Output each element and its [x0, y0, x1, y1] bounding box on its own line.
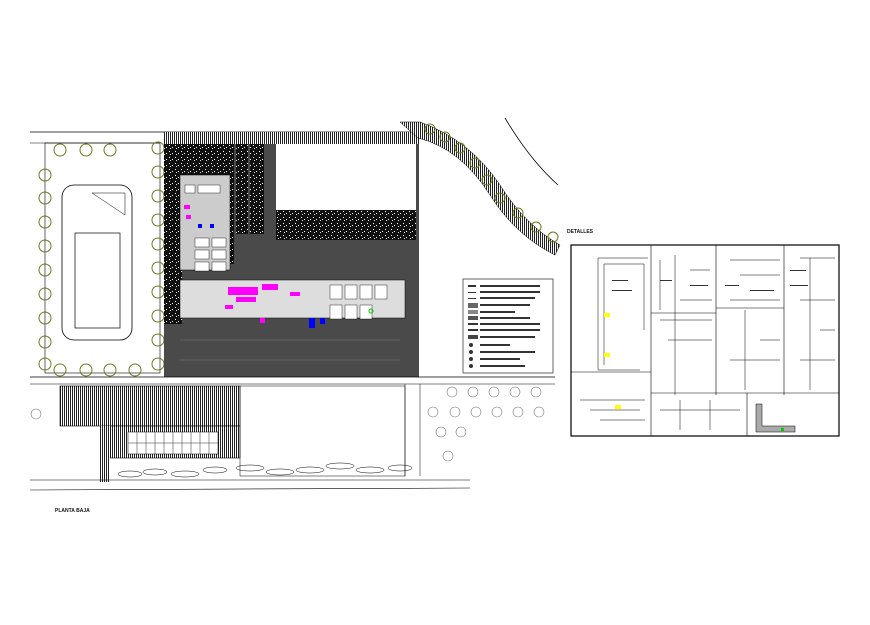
tree-row-left [38, 141, 165, 377]
site-plan [29, 117, 561, 491]
tree-grid-right [30, 386, 545, 462]
legend-box [462, 278, 554, 374]
arc-line [504, 117, 559, 186]
curved-walkway [399, 121, 561, 256]
l-shaped-detail [755, 403, 796, 433]
site-plan-title: PLANTA BAJA [55, 508, 90, 514]
tree-row-curve [424, 123, 559, 243]
courtyard [276, 144, 416, 210]
details-title: DETALLES [567, 229, 594, 235]
shrub-row [117, 462, 413, 478]
top-sidewalk-hatch [164, 132, 419, 144]
lower-building-hatched [59, 385, 241, 427]
details-sheet [570, 244, 840, 437]
